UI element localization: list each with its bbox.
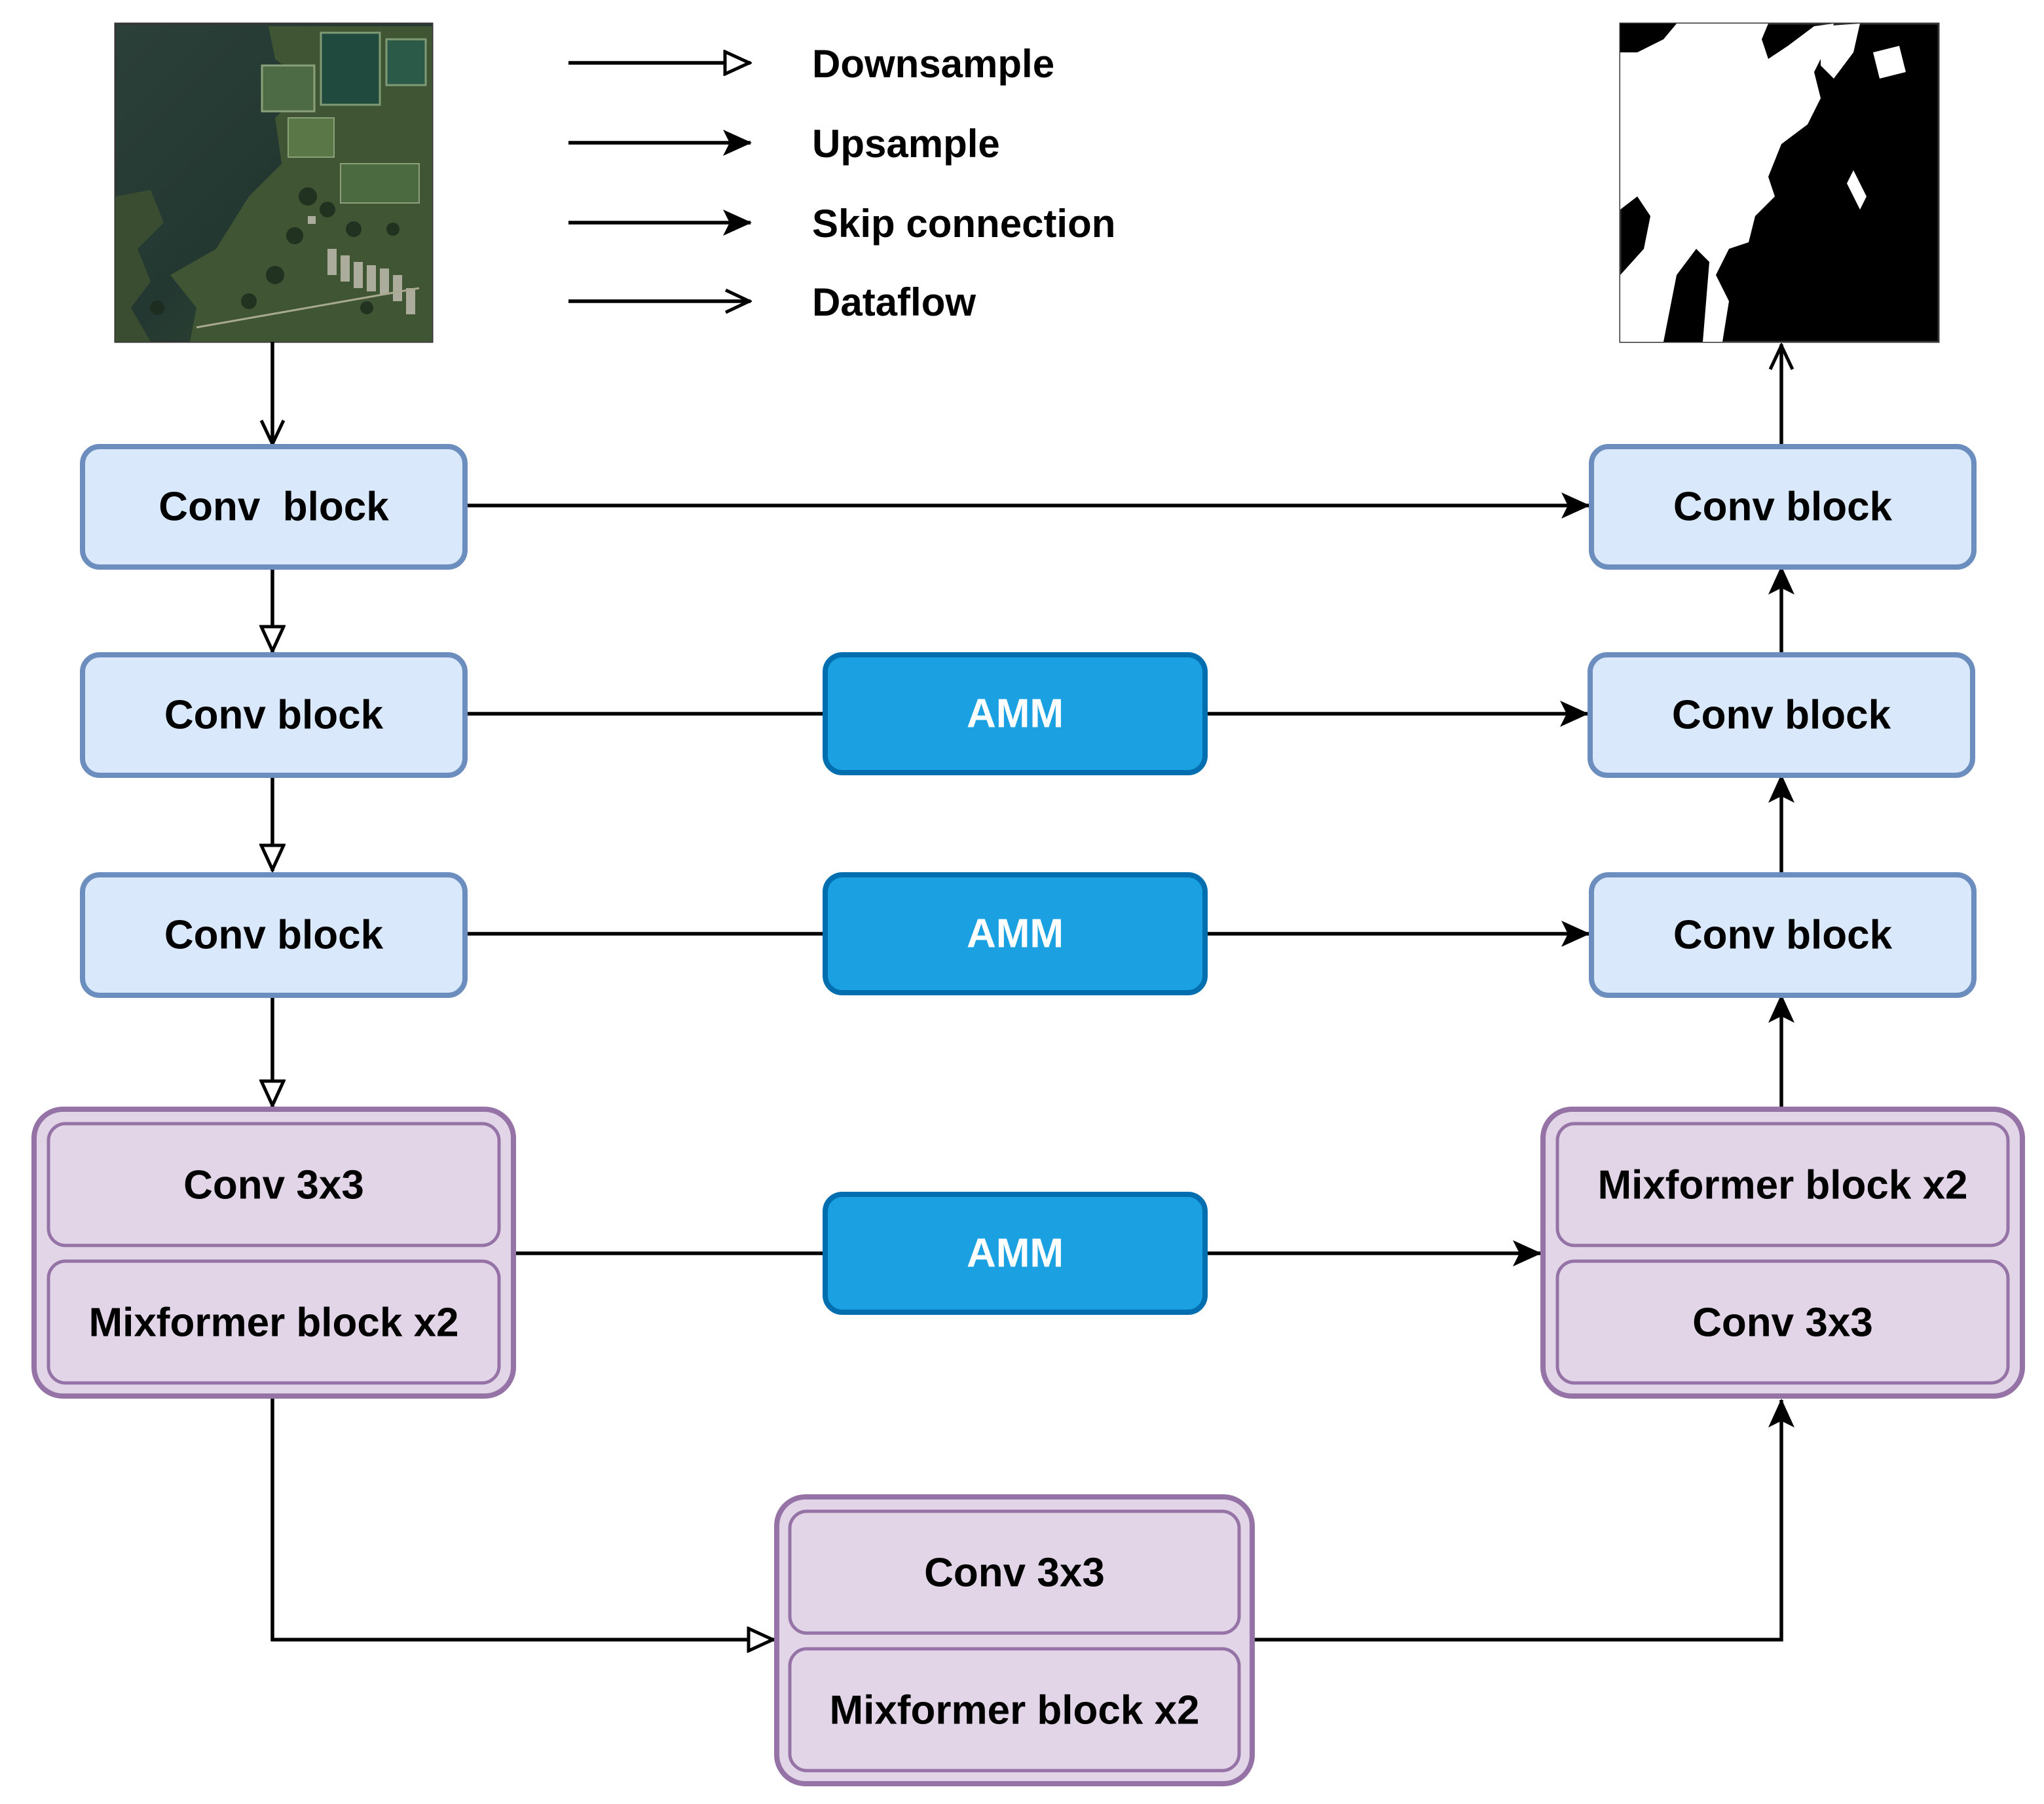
legend: Downsample Upsample Skip connection Data…: [568, 42, 1115, 324]
bottleneck-mix: [788, 1647, 1241, 1773]
decoder-conv-block-3-label: Conv block: [1673, 913, 1893, 958]
decoder-stage4-conv: [1555, 1259, 2010, 1385]
decoder-conv-block-1-label: Conv block: [1673, 485, 1893, 530]
decoder-conv-block-2: Conv block: [1588, 652, 1975, 778]
encoder-conv-block-3-label: Conv block: [164, 913, 384, 958]
decoder-conv-block-1: Conv block: [1589, 444, 1977, 570]
legend-skip-label: Skip connection: [812, 202, 1115, 246]
amm-block-2-label: AMM: [967, 911, 1064, 957]
amm-block-3: AMM: [823, 1192, 1208, 1315]
decoder: Conv block Conv block Conv block Mixform…: [1540, 444, 2025, 1399]
arrow-down-4: [270, 1396, 774, 1640]
decoder-conv-block-2-label: Conv block: [1672, 693, 1891, 738]
legend-downsample-label: Downsample: [812, 42, 1054, 86]
bottleneck: Conv 3x3 Mixformer block x2: [774, 1494, 1255, 1786]
encoder-conv-block-3: Conv block: [80, 872, 468, 998]
encoder-conv-block-1: Conv block: [80, 444, 468, 570]
input-satellite-image: [114, 22, 434, 343]
encoder-conv-block-2: Conv block: [80, 652, 468, 778]
decoder-stage4-mix: [1555, 1122, 2010, 1247]
legend-upsample-label: Upsample: [812, 122, 1000, 166]
bottleneck-conv: [788, 1509, 1241, 1635]
decoder-stage4-conv-label: Conv 3x3: [1692, 1300, 1873, 1346]
decoder-stage4: Mixformer block x2 Conv 3x3: [1540, 1107, 2025, 1399]
encoder-stage4: Conv 3x3 Mixformer block x2: [31, 1107, 516, 1399]
encoder: Conv block Conv block Conv block Conv 3x…: [31, 444, 516, 1399]
output-segmentation-mask: [1619, 22, 1940, 343]
decoder-stage4-mix-label: Mixformer block x2: [1597, 1163, 1967, 1208]
encoder-stage4-conv-label: Conv 3x3: [183, 1163, 364, 1208]
amm-block-1: AMM: [823, 652, 1208, 775]
decoder-conv-block-3: Conv block: [1589, 872, 1977, 998]
amm-block-2: AMM: [823, 872, 1208, 995]
encoder-conv-block-2-label: Conv block: [164, 693, 384, 738]
bottleneck-mix-label: Mixformer block x2: [829, 1688, 1199, 1733]
encoder-stage4-mix-label: Mixformer block x2: [88, 1300, 458, 1346]
amm-modules: AMM AMM AMM: [823, 652, 1208, 1315]
encoder-conv-block-1-label: Conv block: [158, 485, 389, 530]
amm-block-1-label: AMM: [967, 691, 1064, 737]
amm-block-3-label: AMM: [967, 1231, 1064, 1276]
encoder-stage4-conv: [46, 1122, 501, 1247]
bottleneck-conv-label: Conv 3x3: [924, 1551, 1105, 1596]
encoder-stage4-mix: [46, 1259, 501, 1385]
arrow-up-bottleneck: [1252, 1399, 1794, 1642]
legend-dataflow-label: Dataflow: [812, 280, 976, 324]
connections: [270, 342, 1794, 1642]
